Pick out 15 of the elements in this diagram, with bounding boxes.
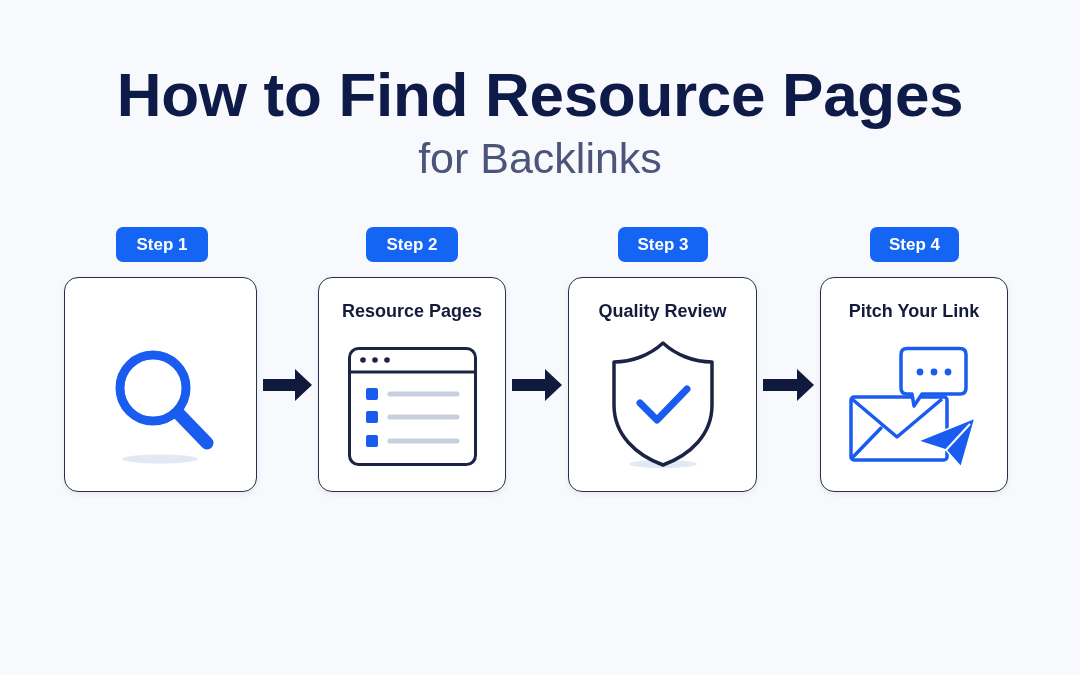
step-badge: Step 1 bbox=[116, 227, 208, 262]
card-title: Pitch Your Link bbox=[848, 300, 980, 322]
arrow bbox=[263, 369, 312, 401]
arrow bbox=[763, 369, 814, 401]
step-badge: Step 3 bbox=[618, 227, 708, 262]
step-badge: Step 2 bbox=[366, 227, 458, 262]
step-card bbox=[820, 277, 1008, 492]
step-card bbox=[64, 277, 257, 492]
subtitle: for Backlinks bbox=[418, 137, 662, 180]
step-badge: Step 4 bbox=[870, 227, 959, 262]
card-title: Resource Pages bbox=[341, 300, 483, 322]
step-card bbox=[568, 277, 757, 492]
card-title: Quality Review bbox=[598, 300, 727, 322]
step-card bbox=[318, 277, 506, 492]
arrow bbox=[512, 369, 562, 401]
